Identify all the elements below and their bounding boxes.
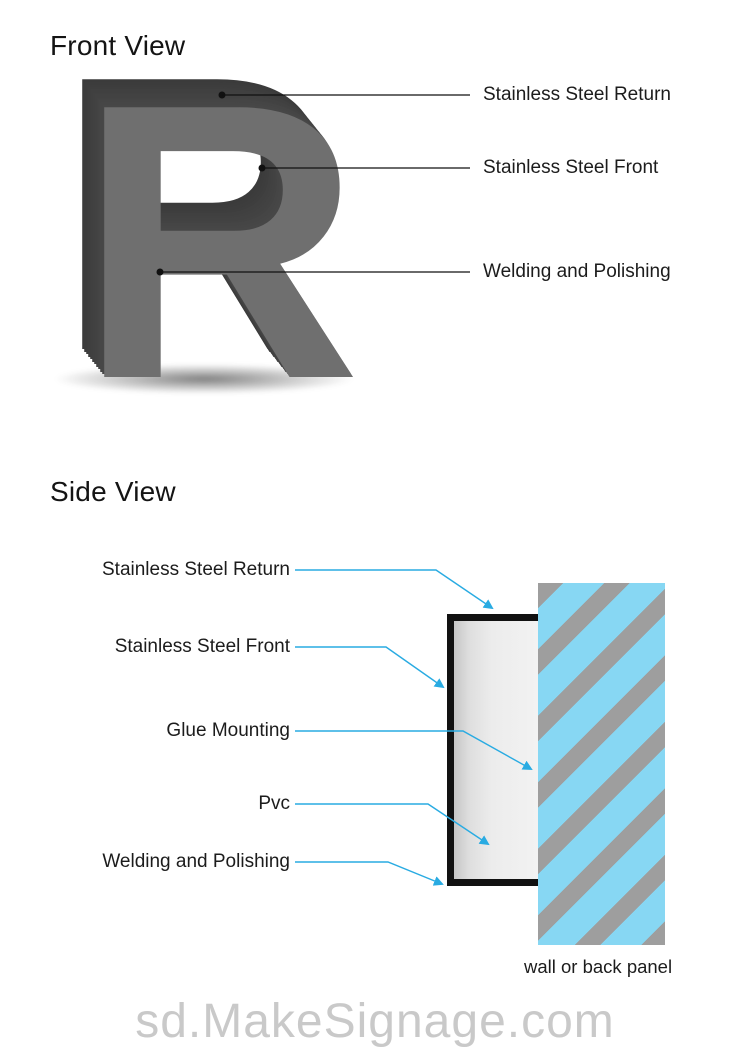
leader-line-return-side	[295, 569, 494, 610]
callout-label-stainless-steel-front-front-view: Stainless Steel Front	[483, 157, 659, 178]
callout-label-glue-mounting: Glue Mounting	[166, 720, 290, 741]
side-view-title: Side View	[50, 476, 176, 507]
leader-line-front-side	[295, 646, 445, 689]
callout-label-stainless-steel-return-front-view: Stainless Steel Return	[483, 84, 671, 105]
wall-back-panel	[538, 583, 665, 945]
channel-letter-3d: R	[78, 23, 362, 461]
letter-ground-shadow	[54, 364, 354, 394]
callout-label-pvc: Pvc	[258, 793, 290, 814]
wall-label: wall or back panel	[524, 956, 673, 977]
watermark-text: sd.MakeSignage.com	[135, 995, 615, 1048]
callout-label-welding-and-polishing-side-view: Welding and Polishing	[102, 851, 290, 872]
channel-letter-cross-section	[447, 614, 538, 886]
callout-label-stainless-steel-front-side-view: Stainless Steel Front	[114, 636, 290, 657]
callout-label-welding-and-polishing-front-view: Welding and Polishing	[483, 261, 671, 282]
callout-label-stainless-steel-return-side-view: Stainless Steel Return	[102, 559, 290, 580]
leader-line-welding-side	[295, 861, 444, 886]
front-view-title: Front View	[50, 30, 186, 61]
